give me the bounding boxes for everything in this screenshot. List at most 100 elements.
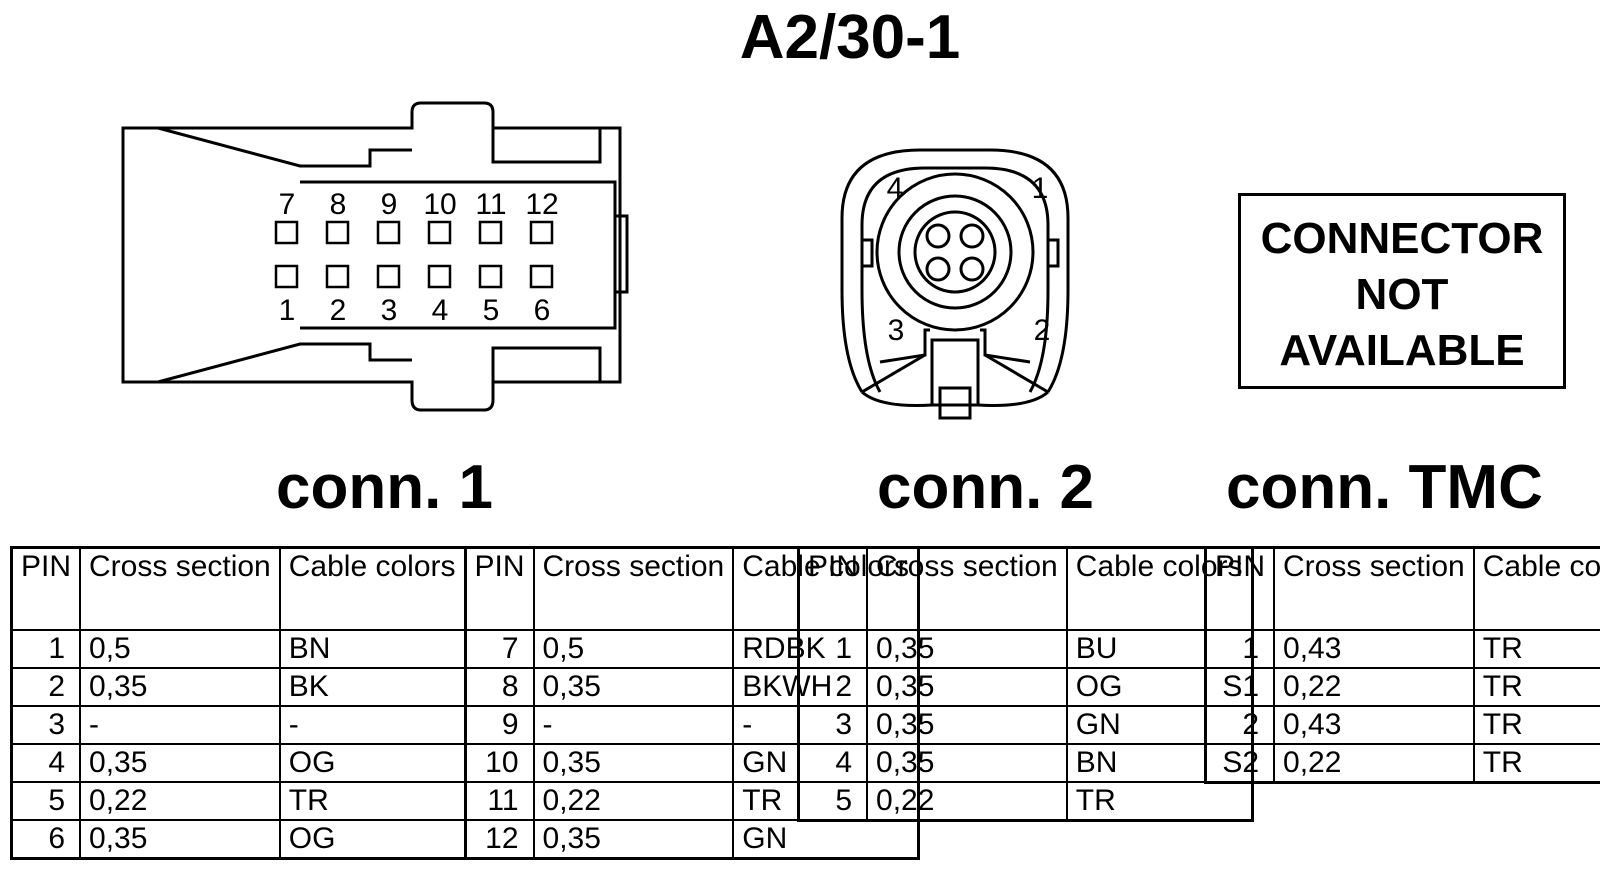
table-row: 1 0,35 BU	[797, 629, 1254, 669]
conn1-pin-label-2: 2	[330, 294, 347, 327]
cell-pin: 1	[1204, 629, 1276, 669]
header-cross-section: Cross section	[79, 546, 281, 631]
cell-pin: 2	[1204, 705, 1276, 745]
table-row: 2 0,35 BK 8 0,35 BKWH	[10, 667, 920, 707]
cell-cross-section: 0,35	[532, 743, 735, 783]
conn1-pin-label-5: 5	[483, 294, 500, 327]
conn2-table: PIN Cross section Cable colors 1 0,35 BU…	[797, 546, 1254, 822]
cell-cable-color: TR	[1472, 705, 1600, 745]
conn1-pin-label-9: 9	[381, 188, 398, 221]
table-row: 2 0,35 OG	[797, 667, 1254, 707]
cell-cross-section: 0,43	[1273, 629, 1475, 669]
table-header-row: PIN Cross section Cable colors	[797, 546, 1254, 631]
cell-pin: 7	[463, 629, 535, 669]
header-cross-section: Cross section	[532, 546, 735, 631]
not-available-line-3: AVAILABLE	[1279, 326, 1525, 375]
connector-2-drawing	[840, 148, 1070, 420]
table-row: 1 0,5 BN 7 0,5 RDBK	[10, 629, 920, 669]
cell-pin: 3	[797, 705, 869, 745]
header-cable-colors: Cable colors	[1472, 546, 1600, 631]
cell-cable-color: BK	[278, 667, 467, 707]
table-row: 2 0,43 TR	[1204, 705, 1600, 745]
conn2-title: conn. 2	[877, 453, 1095, 522]
cell-cross-section: 0,43	[1273, 705, 1475, 745]
cell-pin: 4	[10, 743, 82, 783]
table-row: 4 0,35 OG 10 0,35 GN	[10, 743, 920, 783]
header-cable-colors: Cable colors	[278, 546, 467, 631]
cell-cross-section: 0,22	[866, 781, 1068, 822]
cell-cross-section: 0,5	[79, 629, 281, 669]
conn1-pin-label-7: 7	[279, 188, 296, 221]
table-row: S1 0,22 TR	[1204, 667, 1600, 707]
conn1-pin-label-10: 10	[423, 188, 456, 221]
conn2-pin-label-1: 1	[1032, 172, 1049, 205]
cell-cross-section: 0,35	[866, 743, 1068, 783]
conn2-pin-label-4: 4	[887, 172, 904, 205]
conn2-pin-label-3: 3	[888, 314, 905, 347]
cell-pin: 6	[10, 819, 82, 860]
cell-cross-section: 0,22	[532, 781, 735, 821]
header-cross-section: Cross section	[1273, 546, 1475, 631]
cell-pin: 1	[797, 629, 869, 669]
connector-drawings: 7 8 9 10 11 12 1 2 3 4 5 6 4 1 3	[121, 101, 1070, 420]
conn2-pin-label-2: 2	[1034, 314, 1051, 347]
table-row: 6 0,35 OG 12 0,35 GN	[10, 819, 920, 860]
table-row: 5 0,22 TR	[797, 781, 1254, 822]
cell-pin: 5	[10, 781, 82, 821]
cell-cross-section: 0,35	[532, 667, 735, 707]
header-cross-section: Cross section	[866, 546, 1068, 631]
conn-tmc-title: conn. TMC	[1226, 453, 1543, 522]
cell-pin: 2	[797, 667, 869, 707]
cell-cable-color: TR	[1065, 781, 1254, 822]
cell-cross-section: 0,35	[79, 743, 281, 783]
cell-pin: 9	[463, 705, 535, 745]
cell-pin: S2	[1204, 743, 1276, 784]
cell-cross-section: -	[532, 705, 735, 745]
conn1-pin-label-4: 4	[432, 294, 449, 327]
conn1-pin-label-8: 8	[330, 188, 347, 221]
conn1-pin-label-3: 3	[381, 294, 398, 327]
cell-pin: 5	[797, 781, 869, 822]
header-pin: PIN	[797, 546, 869, 631]
table-header-row: PIN Cross section Cable colors	[1204, 546, 1600, 631]
conn-tmc-table: PIN Cross section Cable colors 1 0,43 TR…	[1204, 546, 1600, 784]
cell-pin: 11	[463, 781, 535, 821]
cell-cross-section: 0,35	[866, 667, 1068, 707]
cell-pin: 8	[463, 667, 535, 707]
table-row: 5 0,22 TR 11 0,22 TR	[10, 781, 920, 821]
cell-cable-color: GN	[732, 819, 920, 860]
cell-pin: 3	[10, 705, 82, 745]
table-row: 3 0,35 GN	[797, 705, 1254, 745]
cell-cable-color: BN	[278, 629, 467, 669]
cell-cross-section: 0,22	[1273, 667, 1475, 707]
conn1-pin-label-11: 11	[475, 188, 506, 221]
cell-cross-section: 0,35	[532, 819, 735, 860]
cell-cable-color: TR	[1472, 667, 1600, 707]
cell-cable-color: TR	[278, 781, 467, 821]
conn1-pin-label-12: 12	[525, 188, 558, 221]
table-row: 3 - - 9 - -	[10, 705, 920, 745]
conn1-pin-label-6: 6	[534, 294, 551, 327]
conn1-title: conn. 1	[276, 453, 494, 522]
cell-pin: 10	[463, 743, 535, 783]
page-title: A2/30-1	[739, 3, 961, 72]
table-row: S2 0,22 TR	[1204, 743, 1600, 784]
connector-1-drawing	[121, 101, 629, 412]
not-available-line-2: NOT	[1355, 270, 1449, 319]
conn1-table: PIN Cross section Cable colors PIN Cross…	[10, 546, 920, 860]
cell-cross-section: 0,5	[532, 629, 735, 669]
header-pin: PIN	[1204, 546, 1276, 631]
cell-cross-section: 0,22	[1273, 743, 1475, 784]
table-header-row: PIN Cross section Cable colors PIN Cross…	[10, 546, 920, 631]
cell-cable-color: -	[278, 705, 467, 745]
table-row: 1 0,43 TR	[1204, 629, 1600, 669]
connector-not-available-box: CONNECTOR NOT AVAILABLE	[1238, 193, 1566, 389]
cell-cross-section: -	[79, 705, 281, 745]
header-pin: PIN	[10, 546, 82, 631]
cell-cross-section: 0,35	[866, 629, 1068, 669]
cell-pin: 1	[10, 629, 82, 669]
table-row: 4 0,35 BN	[797, 743, 1254, 783]
cell-cross-section: 0,35	[79, 819, 281, 860]
header-pin: PIN	[463, 546, 535, 631]
cell-cross-section: 0,22	[79, 781, 281, 821]
